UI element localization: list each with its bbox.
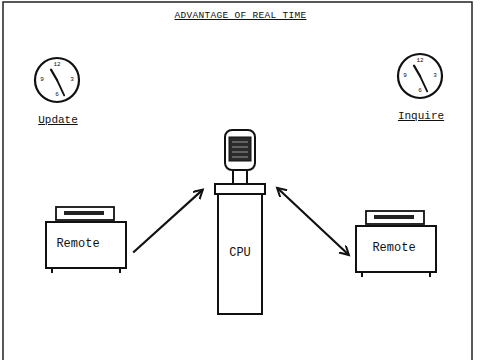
clock-numeral: 3 [62,76,82,84]
clock-hand [51,70,57,80]
clock-numeral: 9 [32,76,52,84]
clock-hand [414,66,420,76]
monitor-housing [225,130,255,170]
screen-line [232,147,248,148]
remote-cabinet [46,222,126,268]
remote-node: Remote [354,208,438,278]
page-frame [3,2,472,360]
terminal-outline [208,126,272,316]
clock-numeral: 6 [410,87,430,95]
node-label: CPU [208,247,272,260]
printer-top [56,207,114,220]
cabinet-foot [119,268,121,273]
remote-cabinet [356,226,436,272]
monitor-screen [229,137,251,161]
monitor-neck [233,170,247,184]
node-label: Remote [50,238,106,251]
screen-line [232,152,248,153]
node-label: Remote [366,242,422,255]
clock-numeral: 6 [47,91,67,99]
remote-node: Remote [44,204,128,274]
paper-slot [374,215,414,219]
diagram-title: ADVANTAGE OF REAL TIME [0,10,481,21]
paper-slot [64,211,104,215]
screen-line [232,157,248,158]
data-flow-arrow [277,188,349,255]
clock-numeral: 9 [395,72,415,80]
screen-line [232,142,248,143]
clock-numeral: 3 [425,72,445,80]
console-shelf [215,184,265,194]
cabinet-foot [51,268,53,273]
printer-top [366,211,424,224]
clock-numeral: 12 [410,57,430,65]
terminal-node: CPU [208,126,272,316]
node-label: Update [22,114,94,126]
node-label: Inquire [385,110,457,122]
cabinet-foot [361,272,363,277]
clock-numeral: 12 [47,61,67,69]
cabinet-foot [429,272,431,277]
data-flow-arrow [133,190,203,253]
